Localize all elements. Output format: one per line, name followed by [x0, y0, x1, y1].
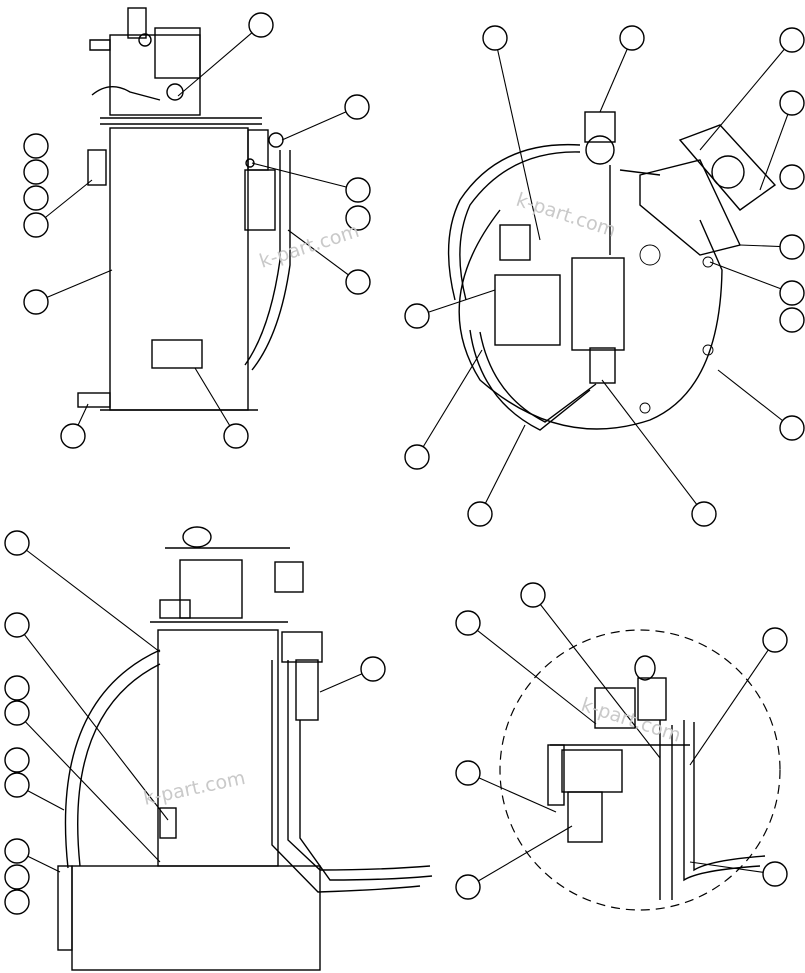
callout-balloon [691, 501, 717, 527]
callout-balloon [455, 610, 481, 636]
callout-balloon [779, 164, 805, 190]
callout-balloon [248, 12, 274, 38]
callout-balloon [223, 423, 249, 449]
callout-balloon [4, 747, 30, 773]
detail-boundary [499, 629, 781, 911]
view-side-elevation [23, 7, 371, 449]
callout-balloon [404, 444, 430, 470]
callout-balloon [23, 185, 49, 211]
callout-balloon [455, 874, 481, 900]
callout-balloon [23, 133, 49, 159]
watermark-text: k-part.com [578, 694, 683, 747]
callout-balloon [23, 289, 49, 315]
callout-balloon [619, 25, 645, 51]
view-plan [404, 25, 805, 527]
callout-balloon [404, 303, 430, 329]
callout-balloon [345, 269, 371, 295]
watermark-text: k-part.com [513, 189, 618, 242]
callout-balloon [482, 25, 508, 51]
label-plate [151, 339, 203, 369]
callout-balloon [4, 864, 30, 890]
callout-balloon [4, 530, 30, 556]
callout-balloon [345, 177, 371, 203]
callout-balloon [4, 772, 30, 798]
view-detail [455, 582, 788, 911]
callout-balloon [762, 627, 788, 653]
callout-balloon [467, 501, 493, 527]
callout-balloon [4, 612, 30, 638]
callout-balloon [23, 212, 49, 238]
callout-balloon [779, 27, 805, 53]
callout-balloon [762, 861, 788, 887]
callout-balloon [23, 159, 49, 185]
callout-balloon [779, 234, 805, 260]
callout-balloon [360, 656, 386, 682]
callout-balloon [520, 582, 546, 608]
callout-balloon [4, 700, 30, 726]
callout-balloon [344, 94, 370, 120]
callout-balloon [60, 423, 86, 449]
callout-balloon [4, 838, 30, 864]
callout-balloon [779, 280, 805, 306]
callout-balloon [779, 90, 805, 116]
callout-balloon [4, 889, 30, 915]
watermark-text: k-part.com [257, 220, 362, 273]
callout-balloon [455, 760, 481, 786]
callout-balloon [4, 675, 30, 701]
callout-balloon [779, 307, 805, 333]
view-front-elevation [4, 526, 433, 971]
callout-balloon [779, 415, 805, 441]
callout-balloon [345, 205, 371, 231]
